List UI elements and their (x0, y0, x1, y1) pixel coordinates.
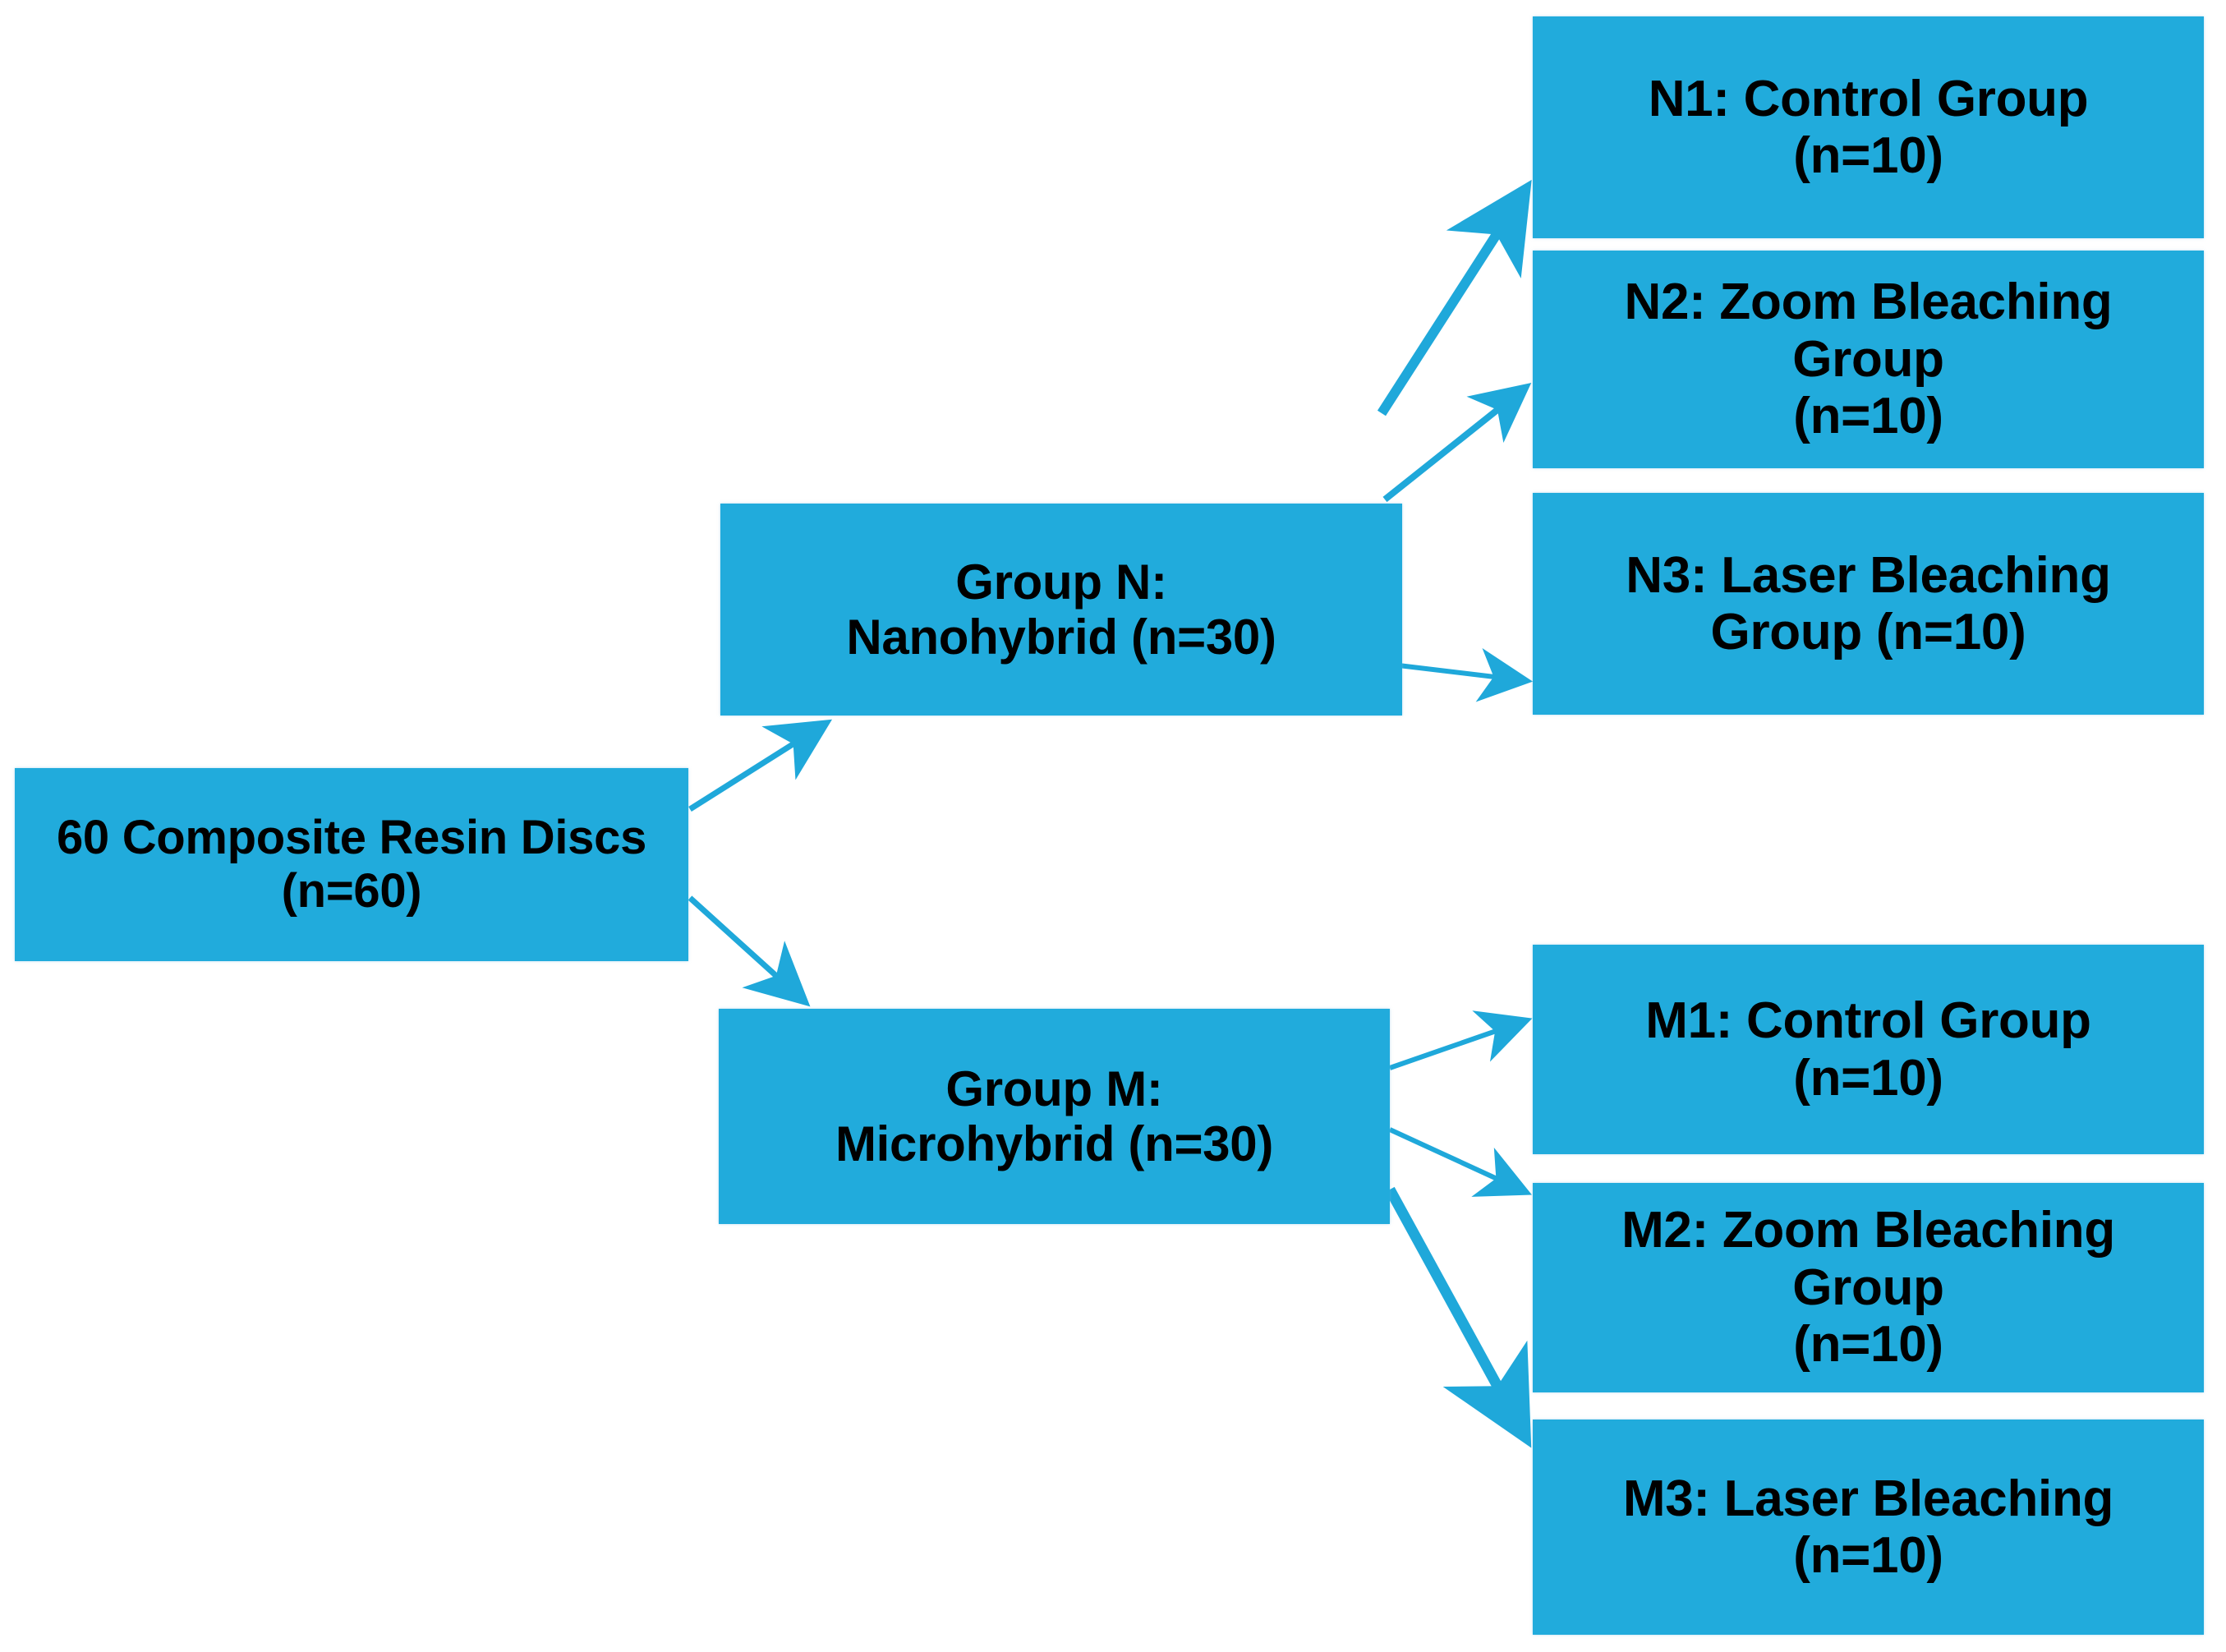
node-m2[interactable]: M2: Zoom Bleaching Group (n=10) (1533, 1183, 2204, 1392)
edge-group-n-to-n3 (1384, 647, 1534, 702)
node-n1-label: N1: Control Group (n=10) (1648, 70, 2089, 184)
node-group-m-label: Group M: Microhybrid (n=30) (835, 1061, 1274, 1171)
node-root[interactable]: 60 Composite Resin Discs (n=60) (15, 768, 688, 961)
node-m3-label: M3: Laser Bleaching (n=10) (1622, 1470, 2114, 1584)
edge-group-n-to-n1 (1377, 179, 1532, 416)
edge-root-to-group-m (688, 895, 811, 1007)
node-m1-label: M1: Control Group (n=10) (1645, 992, 2091, 1107)
edge-group-m-to-m2 (1388, 1127, 1532, 1197)
edge-group-n-to-n2 (1382, 383, 1532, 503)
node-root-label: 60 Composite Resin Discs (n=60) (56, 810, 647, 918)
edge-root-to-group-n (688, 719, 833, 812)
node-m3[interactable]: M3: Laser Bleaching (n=10) (1533, 1420, 2204, 1635)
node-n3-label: N3: Laser Bleaching Group (n=10) (1626, 546, 2111, 660)
node-n2-label: N2: Zoom Bleaching Group (n=10) (1624, 274, 2113, 445)
node-n3[interactable]: N3: Laser Bleaching Group (n=10) (1533, 493, 2204, 715)
node-n1[interactable]: N1: Control Group (n=10) (1533, 16, 2204, 238)
node-group-n-label: Group N: Nanohybrid (n=30) (846, 554, 1276, 665)
node-m2-label: M2: Zoom Bleaching Group (n=10) (1621, 1202, 2115, 1374)
node-group-m[interactable]: Group M: Microhybrid (n=30) (719, 1009, 1390, 1224)
node-n2[interactable]: N2: Zoom Bleaching Group (n=10) (1533, 251, 2204, 468)
node-m1[interactable]: M1: Control Group (n=10) (1533, 945, 2204, 1154)
edge-group-m-to-m3 (1385, 1186, 1532, 1448)
node-group-n[interactable]: Group N: Nanohybrid (n=30) (720, 504, 1402, 716)
edge-group-m-to-m1 (1389, 1010, 1533, 1070)
